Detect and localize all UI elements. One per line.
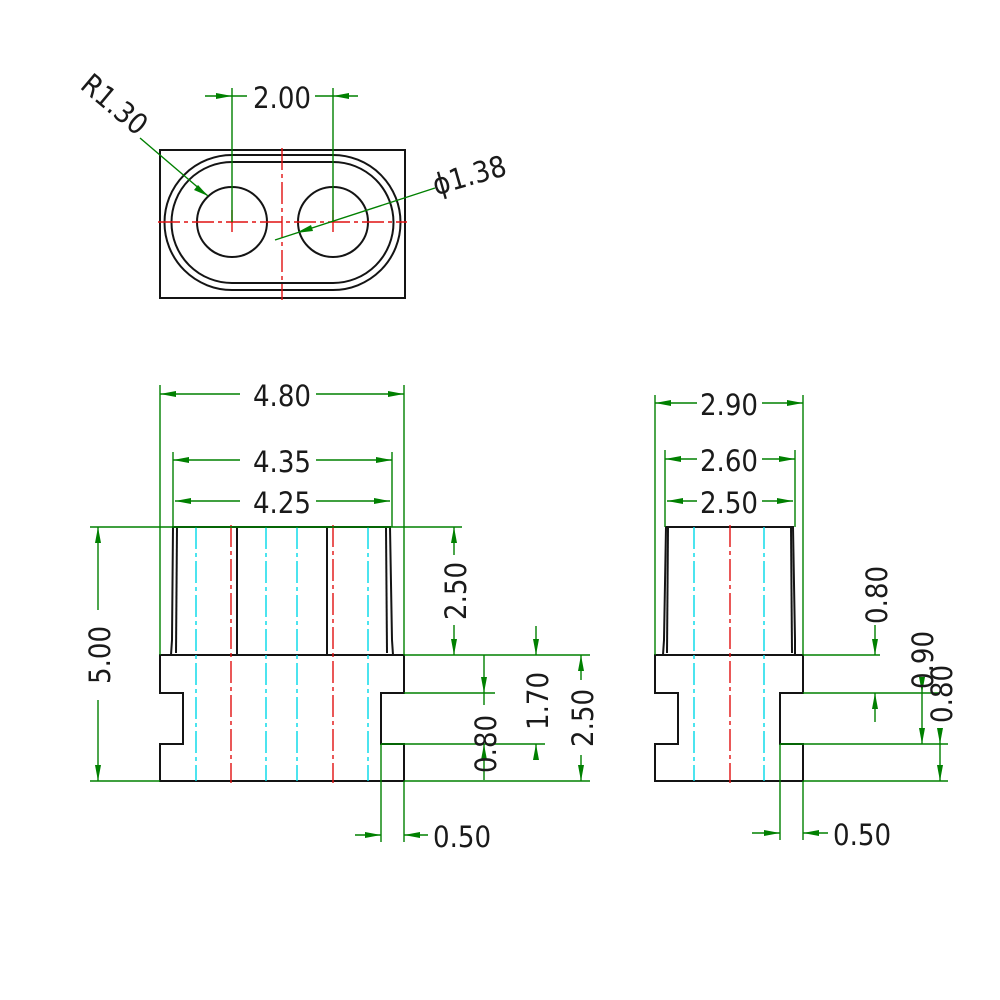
dim-front-overall-width: 4.80	[159, 379, 405, 655]
top-view-slot-outline	[163, 154, 402, 291]
front-overall-width-label: 4.80	[253, 379, 311, 413]
front-upper-inner-width-label: 4.25	[253, 486, 311, 520]
dim-side-groove-offset: 0.90	[906, 631, 940, 744]
top-view-slot-inner	[170, 161, 395, 284]
dim-side-groove-height: 0.80	[780, 665, 959, 782]
dim-front-groove-depth: 0.50	[355, 744, 491, 854]
front-groove-depth-label: 0.50	[433, 820, 491, 854]
dim-front-upper-width: 4.35	[172, 445, 393, 527]
radius-label: R1.30	[74, 67, 154, 142]
dim-side-groove-depth: 0.50	[752, 744, 891, 852]
hole-spacing-label: 2.00	[253, 81, 311, 115]
front-groove-height-label: 0.80	[469, 715, 503, 773]
dim-side-collar-height: 0.80	[803, 566, 940, 722]
hole-diameter-label: ϕ1.38	[428, 149, 510, 202]
side-view-inner-right-edge	[790, 526, 793, 654]
dim-front-base-height: 2.50	[404, 655, 600, 782]
side-groove-depth-label: 0.50	[833, 818, 891, 852]
front-view: 4.80 4.35 4.25 5.00	[83, 379, 600, 854]
dim-side-upper-inner-width: 2.50	[667, 486, 793, 520]
side-overall-width-label: 2.90	[700, 388, 758, 422]
side-groove-height-label: 0.80	[925, 665, 959, 723]
dim-front-overall-height: 5.00	[83, 526, 390, 782]
side-upper-inner-width-label: 2.50	[700, 486, 758, 520]
side-collar-height-label: 0.80	[860, 566, 894, 624]
dim-side-overall-width: 2.90	[654, 388, 804, 655]
dim-side-upper-width: 2.60	[664, 444, 796, 527]
dim-hole-spacing: 2.00	[205, 81, 358, 222]
dim-front-upper-inner-width: 4.25	[175, 486, 390, 520]
side-upper-width-label: 2.60	[700, 444, 758, 478]
front-overall-height-label: 5.00	[83, 626, 117, 684]
front-upper-height-label: 2.50	[439, 562, 473, 620]
front-upper-width-label: 4.35	[253, 445, 311, 479]
top-view: 2.00 R1.30 ϕ1.38	[74, 67, 510, 300]
dim-radius: R1.30	[74, 67, 209, 197]
front-view-inner-left-edge	[175, 526, 178, 654]
dim-front-groove-height: 0.80	[381, 655, 545, 780]
side-groove-offset-label: 0.90	[906, 631, 940, 689]
front-groove-bottom-label: 1.70	[521, 672, 555, 730]
dim-front-groove-bottom: 1.70	[521, 626, 555, 760]
front-view-inner-right-edge	[385, 526, 388, 654]
front-base-height-label: 2.50	[566, 689, 600, 747]
side-view-inner-left-edge	[666, 526, 669, 654]
dim-front-upper-height: 2.50	[390, 526, 590, 656]
side-view: 2.90 2.60 2.50 0.80	[654, 388, 959, 852]
